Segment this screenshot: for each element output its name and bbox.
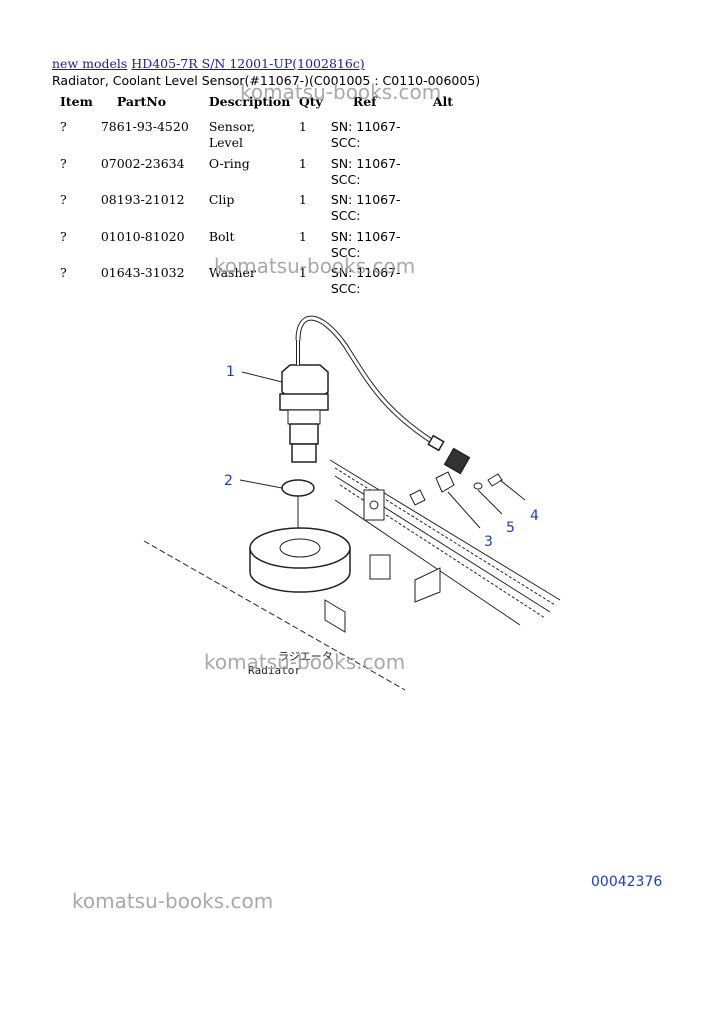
- cell-partno: 01010-81020: [100, 228, 185, 244]
- ref-sn: SN: 11067-: [330, 155, 401, 171]
- cell-alt: [429, 192, 467, 229]
- frame-line: [329, 459, 561, 601]
- ref-sn: SN: 11067-: [330, 119, 401, 134]
- header-ref: Ref: [352, 94, 377, 109]
- ref-scc: SCC:: [330, 171, 361, 187]
- radiator-label-en: Radiator: [248, 664, 301, 677]
- parts-table: Item PartNo Description Qty Ref Alt ? 78…: [54, 92, 467, 302]
- header-description: Description: [208, 94, 291, 109]
- clip: [435, 471, 455, 493]
- breadcrumb-link-model[interactable]: HD405-7R S/N 12001-UP(1002816c): [131, 56, 365, 71]
- frame-line: [143, 540, 406, 691]
- table-row: ? 01010-81020 Bolt 1 SN: 11067-SCC:: [54, 229, 467, 266]
- cell-qty: 1: [298, 228, 307, 244]
- cell-ref: SN: 11067-SCC:: [327, 192, 429, 229]
- cell-item: ?: [60, 192, 67, 207]
- cell-ref: SN: 11067-SCC:: [327, 265, 429, 302]
- cell-description: Washer: [208, 265, 256, 280]
- bolt: [487, 473, 503, 487]
- table-row: ? 07002-23634 O-ring 1 SN: 11067-SCC:: [54, 156, 467, 193]
- frame-line: [334, 467, 556, 606]
- spacer: [369, 554, 391, 580]
- ref-scc: SCC:: [330, 135, 361, 150]
- cell-alt: [429, 265, 467, 302]
- cell-alt: [429, 119, 467, 156]
- cell-partno: 01643-31032: [100, 265, 185, 280]
- cell-item: ?: [60, 119, 67, 134]
- level-sensor: [279, 340, 329, 463]
- cell-partno: 08193-21012: [100, 192, 185, 207]
- page-title: Radiator, Coolant Level Sensor(#11067-)(…: [52, 73, 481, 88]
- header-qty: Qty: [298, 94, 323, 109]
- cell-item: ?: [60, 265, 67, 280]
- cell-alt: [429, 229, 467, 266]
- cell-ref: SN: 11067-SCC:: [327, 119, 429, 156]
- cell-qty: 1: [298, 265, 307, 280]
- callout-4: 4: [530, 508, 539, 524]
- cell-description: Clip: [208, 192, 235, 207]
- table-row: ? 08193-21012 Clip 1 SN: 11067-SCC:: [54, 192, 467, 229]
- ref-sn: SN: 11067-: [330, 228, 401, 244]
- watermark: komatsu-books.com: [72, 889, 274, 913]
- cell-description: Sensor, Level: [208, 119, 256, 150]
- cell-qty: 1: [298, 155, 307, 171]
- tab: [414, 567, 441, 603]
- tab: [324, 599, 346, 633]
- watermark: komatsu-books.com: [204, 650, 406, 674]
- cell-description: Bolt: [208, 228, 235, 244]
- cell-ref: SN: 11067-SCC:: [327, 229, 429, 266]
- cell-item: ?: [60, 228, 67, 244]
- header-item: Item: [60, 94, 93, 109]
- radiator-label-jp: ラジエータ: [278, 650, 333, 663]
- connector: [427, 434, 471, 475]
- washer: [473, 482, 483, 490]
- cell-description: O-ring: [208, 155, 250, 171]
- radiator-boss: [249, 527, 351, 593]
- callout-3: 3: [484, 534, 493, 550]
- ref-scc: SCC:: [330, 281, 361, 296]
- cell-qty: 1: [298, 119, 307, 134]
- callout-5: 5: [506, 520, 515, 536]
- ref-scc: SCC:: [330, 208, 361, 223]
- cell-item: ?: [60, 155, 67, 171]
- frame-line: [334, 499, 521, 626]
- cell-partno: 7861-93-4520: [100, 119, 189, 134]
- cell-ref: SN: 11067-SCC:: [327, 156, 429, 193]
- callout-1: 1: [226, 364, 235, 380]
- cell-alt: [429, 156, 467, 193]
- table-header-row: Item PartNo Description Qty Ref Alt: [54, 92, 467, 119]
- watermark: komatsu-books.com: [214, 254, 416, 278]
- cell-partno: 07002-23634: [100, 155, 185, 171]
- exploded-parts-diagram: 1 2 3 4 5 ラジエータ Radiator: [143, 315, 561, 691]
- ref-sn: SN: 11067-: [330, 192, 401, 207]
- bracket-block: [363, 489, 385, 521]
- callout-2: 2: [224, 473, 233, 489]
- figure-number: 00042376: [591, 874, 663, 890]
- table-row: ? 01643-31032 Washer 1 SN: 11067-SCC:: [54, 265, 467, 302]
- header-partno: PartNo: [116, 94, 167, 109]
- header-alt: Alt: [432, 94, 454, 109]
- cell-qty: 1: [298, 192, 307, 207]
- breadcrumb-link-new-models[interactable]: new models: [52, 56, 128, 71]
- table-row: ? 7861-93-4520 Sensor, Level 1 SN: 11067…: [54, 119, 467, 156]
- o-ring: [281, 479, 315, 497]
- ref-scc: SCC:: [330, 244, 361, 260]
- ref-sn: SN: 11067-: [330, 265, 401, 280]
- watermark: komatsu-books.com: [240, 80, 442, 104]
- breadcrumb: new models HD405-7R S/N 12001-UP(1002816…: [52, 56, 365, 71]
